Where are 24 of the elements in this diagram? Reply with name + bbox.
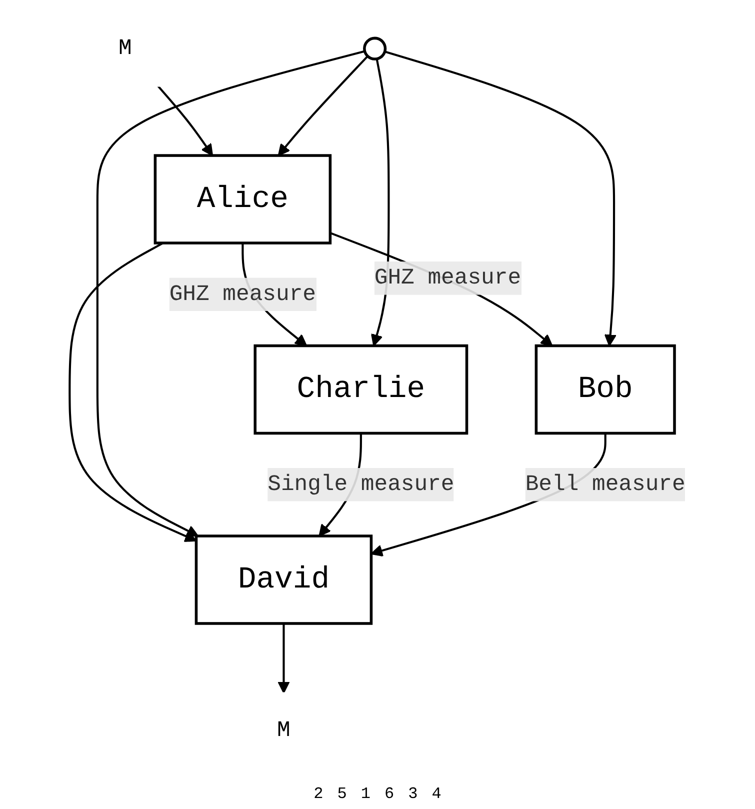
edge-label: Bell measure bbox=[525, 472, 686, 498]
node-text: M bbox=[118, 36, 132, 62]
arrow bbox=[68, 242, 197, 542]
arrow bbox=[330, 232, 553, 346]
point-number: 6 bbox=[384, 785, 394, 803]
node-text: M bbox=[277, 718, 290, 743]
edge-label: Single measure bbox=[268, 472, 454, 498]
point-number: 1 bbox=[360, 785, 370, 803]
point-number: 5 bbox=[337, 785, 347, 803]
node-box: Alice bbox=[154, 154, 332, 244]
node-circle bbox=[363, 36, 387, 60]
arrow bbox=[370, 58, 390, 346]
node-box: David bbox=[194, 534, 373, 625]
point-number: 2 bbox=[314, 785, 324, 803]
arrow bbox=[278, 623, 290, 694]
point-number: 3 bbox=[408, 785, 418, 803]
arrow bbox=[278, 55, 368, 156]
arrow bbox=[384, 50, 616, 346]
node-box: Charlie bbox=[254, 344, 468, 435]
node-box: Bob bbox=[534, 344, 676, 435]
arrow bbox=[157, 85, 214, 156]
edge-label: GHZ measure bbox=[169, 282, 316, 307]
edge-label: GHZ measure bbox=[374, 266, 522, 291]
point-number: 4 bbox=[432, 785, 442, 803]
